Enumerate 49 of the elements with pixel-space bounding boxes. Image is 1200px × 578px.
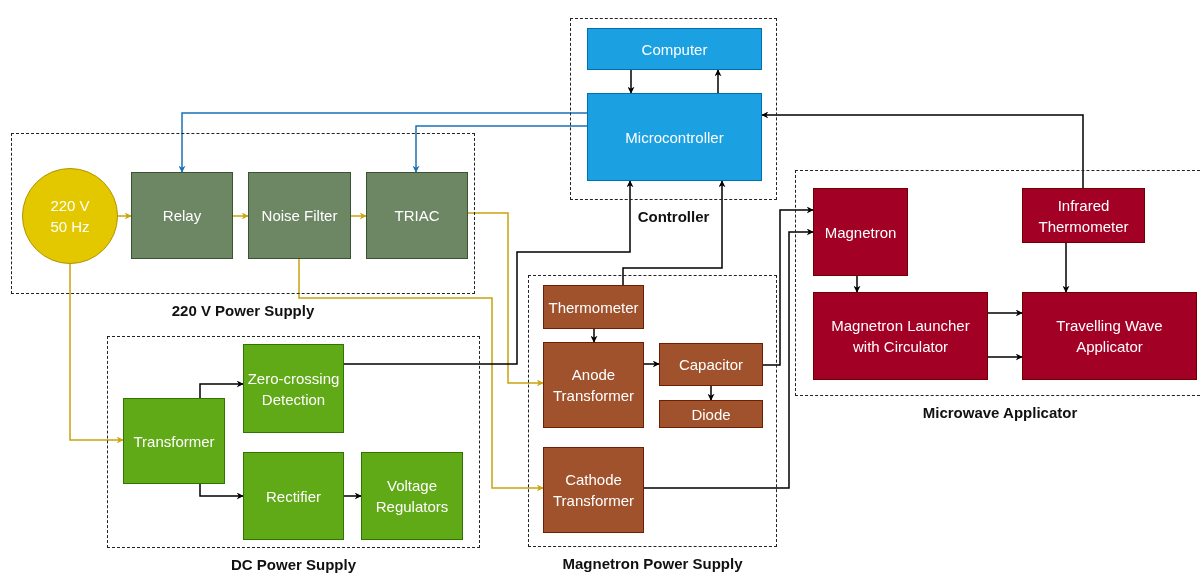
arrow: [622, 180, 726, 286]
group-title: Microwave Applicator: [922, 404, 1078, 421]
process-box: Infrared Thermometer: [1022, 188, 1145, 243]
arrow: [412, 125, 588, 173]
group-title: 220 V Power Supply: [171, 302, 315, 319]
arrow: [298, 258, 544, 492]
process-box: Rectifier: [243, 452, 344, 540]
process-box: Microcontroller: [587, 93, 762, 181]
arrow: [643, 360, 660, 368]
arrow: [199, 380, 244, 399]
arrow: [853, 275, 861, 293]
process-box: Computer: [587, 28, 762, 70]
arrow: [69, 263, 124, 444]
arrow: [117, 212, 132, 220]
process-box: Anode Transformer: [543, 342, 644, 428]
arrow: [1062, 242, 1070, 293]
arrow: [761, 111, 1084, 189]
arrow: [343, 180, 634, 365]
process-box: Travelling Wave Applicator: [1022, 292, 1197, 380]
process-box: Noise Filter: [248, 172, 351, 259]
process-box: TRIAC: [366, 172, 468, 259]
process-box: Relay: [131, 172, 233, 259]
arrow: [627, 69, 635, 94]
process-box: Zero-crossing Detection: [243, 344, 344, 433]
arrow: [590, 328, 598, 343]
arrow: [762, 206, 814, 366]
arrow: [350, 212, 367, 220]
arrow: [343, 492, 362, 500]
process-box: Cathode Transformer: [543, 447, 644, 533]
arrow: [199, 483, 244, 500]
process-box: Transformer: [123, 398, 225, 484]
source-circle: 220 V 50 Hz: [22, 168, 118, 264]
arrow: [232, 212, 249, 220]
arrow: [714, 69, 722, 94]
process-box: Magnetron: [813, 188, 908, 276]
process-box: Diode: [659, 400, 763, 428]
process-box: Capacitor: [659, 343, 763, 386]
arrow: [178, 112, 588, 173]
arrow: [467, 212, 544, 387]
group-title: Magnetron Power Supply: [562, 555, 743, 572]
arrow: [987, 309, 1023, 317]
process-box: Magnetron Launcher with Circulator: [813, 292, 988, 380]
arrow: [643, 228, 814, 489]
process-box: Voltage Regulators: [361, 452, 463, 540]
group-title: Controller: [637, 208, 710, 225]
group-title: DC Power Supply: [231, 556, 356, 573]
process-box: Thermometer: [543, 285, 644, 329]
arrow: [707, 385, 715, 401]
arrow: [987, 353, 1023, 361]
